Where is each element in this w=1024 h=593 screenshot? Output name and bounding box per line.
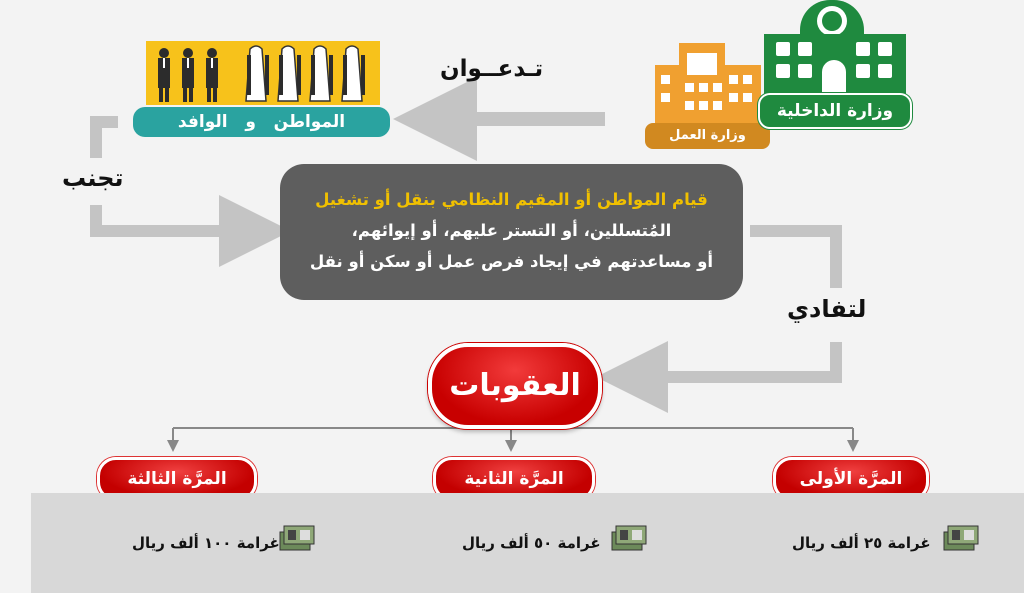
ministry-building-icon	[764, 0, 906, 96]
violation-line-2: المُتسللين، أو التستر عليهم، أو إيوائهم،	[351, 221, 672, 240]
avoid-label: تجنب	[62, 164, 124, 192]
arrow-avoid	[90, 116, 118, 158]
violation-line-3: أو مساعدتهم في إيجاد فرص عمل أو سكن أو ن…	[309, 252, 714, 271]
penalty-second-fine: غرامة ٥٠ ألف ريال	[462, 534, 601, 552]
summon-label: تـدعــوان	[440, 56, 544, 82]
arrow-to-avoid	[750, 225, 842, 288]
money-stack-icon	[279, 525, 315, 551]
people-panel	[146, 41, 380, 105]
labor-building-icon	[655, 43, 765, 133]
people-icon	[158, 45, 365, 102]
to-avoid-label: لتفادي	[787, 295, 867, 323]
interior-ministry-label: وزارة الداخلية	[758, 93, 912, 129]
penalty-third-fine: غرامة ١٠٠ ألف ريال	[132, 534, 280, 552]
money-stack-icon	[943, 525, 979, 551]
penalty-first-fine: غرامة ٢٥ ألف ريال	[792, 534, 931, 552]
violation-description: قيام المواطن أو المقيم النظامي بنقل أو ت…	[280, 164, 743, 300]
citizen-expat-label: المواطن و الوافد	[133, 107, 390, 137]
violation-line-1: قيام المواطن أو المقيم النظامي بنقل أو ت…	[315, 190, 708, 209]
penalties-title: العقوبات	[428, 343, 602, 429]
labor-ministry-label: وزارة العمل	[645, 123, 770, 149]
money-stack-icon	[611, 525, 647, 551]
